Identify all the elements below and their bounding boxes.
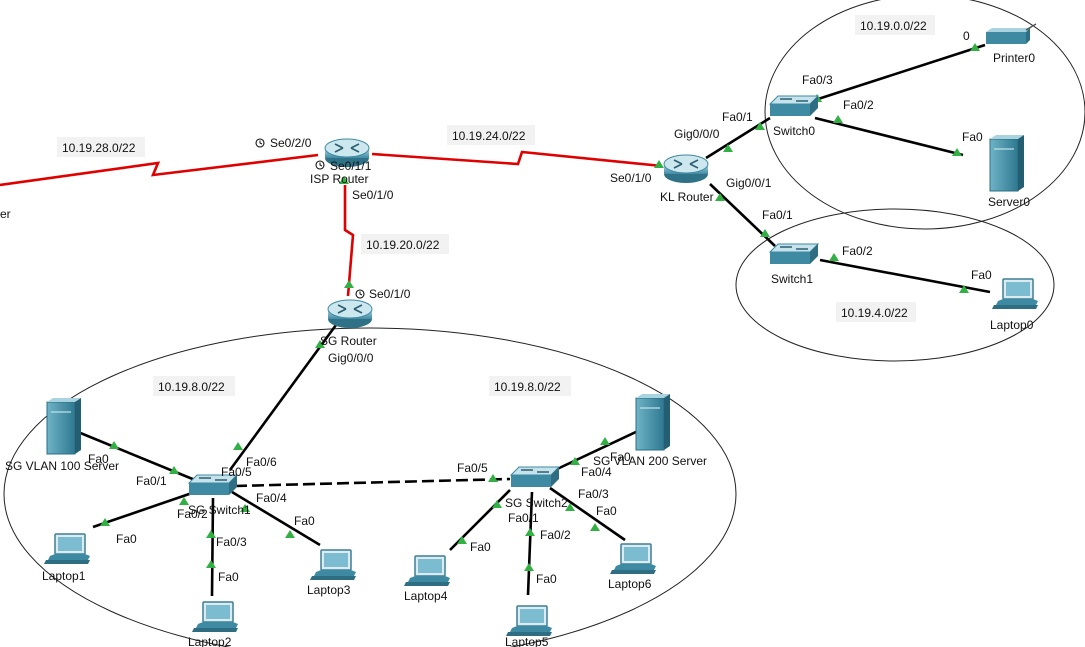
link-switch1-laptop0[interactable] (819, 258, 991, 294)
port-label: Fa0/1 (762, 208, 793, 222)
serial-link-isp-kl[interactable] (371, 150, 663, 168)
port-label: Fa0 (596, 504, 617, 518)
device-name-sg-vlan200-server: SG VLAN 200 Server (593, 454, 707, 468)
network-label-10-19-0: 10.19.0.0/22 (860, 19, 927, 33)
port-label: 0 (963, 29, 970, 43)
device-name-sg-vlan100-server: SG VLAN 100 Server (5, 459, 119, 473)
link-sw1-laptop1[interactable] (92, 490, 196, 529)
zone-ellipse-10-19-4 (735, 208, 1055, 362)
port-label: Fa0/3 (802, 73, 833, 87)
laptop4-icon[interactable] (403, 555, 451, 587)
port-label: Fa0 (470, 540, 491, 554)
switch0-icon[interactable] (769, 95, 819, 117)
laptop6-icon[interactable] (609, 543, 657, 575)
link-switch0-printer[interactable] (814, 43, 986, 102)
device-name-laptop0: Laptop0 (990, 318, 1034, 332)
port-label: Fa0 (88, 452, 109, 466)
kl-router-icon[interactable] (663, 154, 709, 184)
link-sw2-laptop6[interactable] (549, 486, 626, 542)
port-label: Fa0/5 (221, 465, 252, 479)
server0-icon[interactable] (989, 134, 1025, 192)
link-sw1-laptop3[interactable] (231, 490, 321, 547)
port-label: Fa0/1 (722, 110, 753, 124)
laptop1-icon[interactable] (43, 533, 91, 565)
device-name-sg-switch2: SG Switch2 (505, 496, 568, 510)
link-switch1-switch2-trunk[interactable] (234, 477, 511, 488)
device-name-isp-router: ISP Router (310, 172, 368, 186)
port-label: Se0/1/0 (369, 287, 411, 301)
laptop0-icon[interactable] (991, 278, 1039, 310)
device-name-laptop6: Laptop6 (608, 577, 652, 591)
laptop2-icon[interactable] (191, 601, 239, 633)
clock-icon (355, 289, 365, 299)
link-sw2-laptop5[interactable] (526, 491, 534, 596)
port-label: Gig0/0/0 (328, 351, 374, 365)
port-label: Fa0/2 (177, 507, 208, 521)
sg-vlan200-server-icon[interactable] (635, 393, 671, 451)
port-label: Se0/1/0 (610, 171, 652, 185)
device-name-kl-router: KL Router (660, 190, 714, 204)
device-name-switch0: Switch0 (773, 124, 815, 138)
port-label: Gig0/0/0 (674, 127, 720, 141)
device-name-switch1: Switch1 (771, 272, 813, 286)
port-label: Fa0/4 (581, 465, 612, 479)
port-label: Gig0/0/1 (726, 176, 772, 190)
port-label: Fa0 (610, 450, 631, 464)
network-label-10-19-8-right: 10.19.8.0/22 (494, 380, 561, 394)
clock-icon (315, 160, 325, 170)
network-label-10-19-4: 10.19.4.0/22 (841, 306, 908, 320)
port-label: Fa0/3 (578, 487, 609, 501)
port-label: Fa0 (294, 514, 315, 528)
network-label-10-19-28: 10.19.28.0/22 (62, 141, 136, 155)
device-name-left-cut: er (0, 207, 11, 221)
port-label: Fa0/3 (216, 535, 247, 549)
port-label: Fa0 (971, 268, 992, 282)
port-label: Se0/1/1 (330, 159, 372, 173)
port-label: Fa0/1 (508, 511, 539, 525)
device-name-server0: Server0 (988, 195, 1030, 209)
sg-router-icon[interactable] (327, 299, 373, 329)
port-label: Se0/2/0 (270, 136, 312, 150)
port-label: Se0/1/0 (352, 188, 394, 202)
port-label: Fa0 (116, 532, 137, 546)
device-name-laptop5: Laptop5 (505, 635, 549, 647)
zone-ellipse-10-19-0 (764, 0, 1085, 230)
device-name-sg-switch1: SG Switch1 (188, 503, 251, 517)
device-name-printer0: Printer0 (993, 51, 1035, 65)
port-label: Fa0/6 (246, 455, 277, 469)
port-label: Fa0 (218, 570, 239, 584)
device-name-laptop3: Laptop3 (307, 583, 351, 597)
link-sw1-laptop2[interactable] (210, 497, 215, 597)
port-label: Fa0/4 (256, 491, 287, 505)
port-label: Fa0/1 (136, 474, 167, 488)
laptop5-icon[interactable] (505, 605, 553, 637)
port-label: Fa0/2 (540, 528, 571, 542)
switch1-icon[interactable] (769, 243, 819, 265)
printer0-icon[interactable] (985, 23, 1037, 45)
port-label: Fa0/2 (843, 98, 874, 112)
network-label-10-19-20: 10.19.20.0/22 (366, 238, 440, 252)
device-name-sg-router: SG Router (320, 334, 377, 348)
laptop3-icon[interactable] (309, 549, 357, 581)
serial-link-left-isp[interactable] (0, 153, 319, 187)
serial-link-isp-sg[interactable] (343, 185, 355, 297)
network-label-10-19-24: 10.19.24.0/22 (452, 129, 526, 143)
port-label: Fa0 (962, 130, 983, 144)
port-label: Fa0/2 (842, 244, 873, 258)
clock-icon (255, 138, 265, 148)
link-sg-switch1[interactable] (228, 324, 338, 471)
sg-switch2-icon[interactable] (510, 466, 560, 488)
link-switch0-server0[interactable] (814, 116, 964, 157)
sg-vlan100-server-icon[interactable] (46, 397, 82, 455)
zone-ellipse-10-19-8 (3, 327, 737, 647)
device-name-laptop1: Laptop1 (42, 569, 86, 583)
port-label: Fa0 (536, 572, 557, 586)
device-name-laptop4: Laptop4 (404, 589, 448, 603)
port-label: Fa0/5 (457, 461, 488, 475)
link-sw2-srv200[interactable] (554, 428, 641, 472)
device-name-laptop2: Laptop2 (188, 635, 232, 647)
link-status-indicators (100, 43, 980, 571)
network-label-10-19-8-left: 10.19.8.0/22 (158, 380, 225, 394)
